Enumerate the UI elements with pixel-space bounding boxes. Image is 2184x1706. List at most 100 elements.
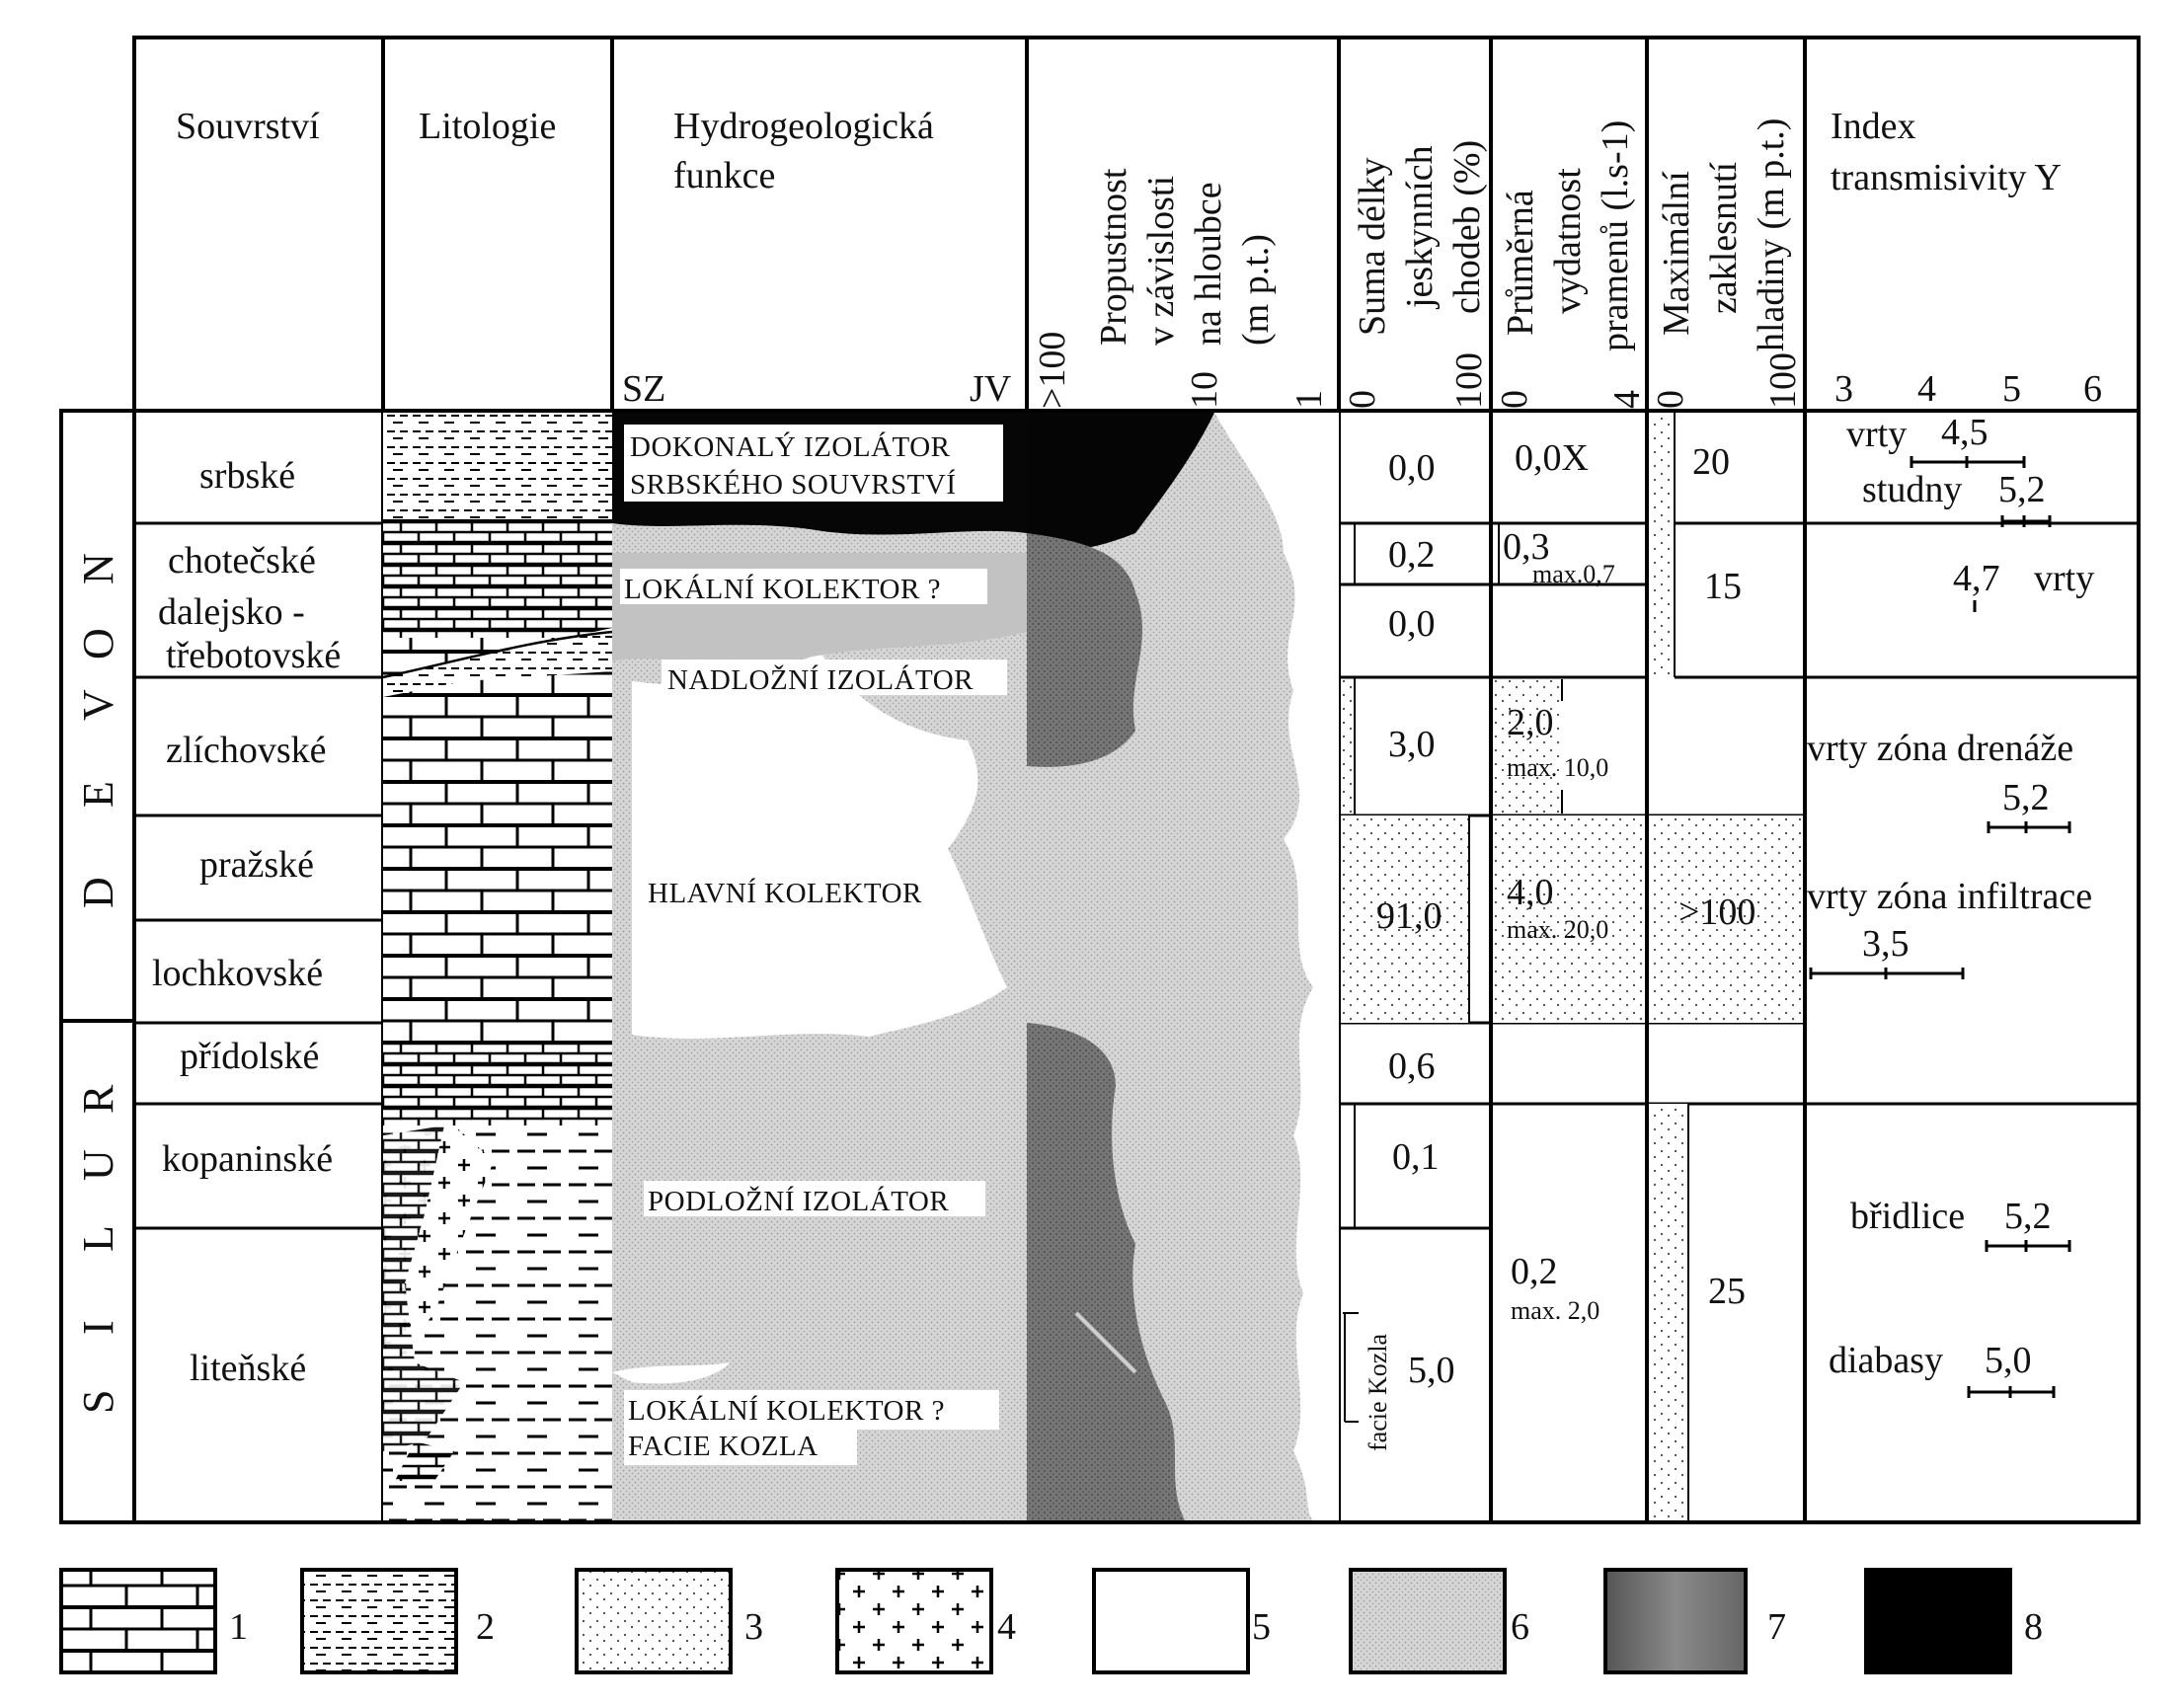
era-silur-letter-3: L (74, 1225, 122, 1252)
header-sz: SZ (622, 368, 665, 410)
formation-trebotovske: třebotovské (166, 635, 341, 676)
era-silur-letter-5: R (74, 1084, 122, 1114)
tick-zaklesnuti-0: 0 (1650, 390, 1691, 409)
header-propustnost-3: na hloubce (1188, 182, 1229, 346)
suma-value-srbske: 0,0 (1388, 447, 1436, 489)
zaklesnuti-value-litenske: 25 (1708, 1271, 1746, 1312)
index-drenaze-label: vrty zóna drenáže (1807, 728, 2073, 769)
era-devon-letter-3: V (74, 689, 122, 721)
zaklesnuti-value-prazske: >100 (1678, 892, 1755, 933)
era-silur-letter-4: U (74, 1149, 122, 1181)
suma-value-zlichovske: 3,0 (1388, 724, 1436, 765)
formation-prazske: pražské (199, 844, 314, 886)
tick-index-6: 6 (2083, 368, 2102, 410)
hydro-function-column: DOKONALÝ IZOLÁTOR SRBSKÉHO SOUVRSTVÍ LOK… (612, 413, 1027, 1520)
era-devon-letter-2: E (74, 781, 122, 808)
table-body: D E V O N S I L U R srbské chotečské dal… (59, 409, 2141, 1524)
function-facie-kozla: FACIE KOZLA (628, 1431, 819, 1462)
header-propustnost-4: (m p.t.) (1235, 234, 1277, 346)
era-devon-letter-1: D (74, 877, 122, 908)
index-vrty-label-1: vrty (1846, 414, 1907, 455)
function-underlying-isolator: PODLOŽNÍ IZOLÁTOR (648, 1185, 949, 1217)
header-suma-3: chodeb (%) (1446, 140, 1488, 314)
index-column: vrty 4,5 studny 5,2 4,7 vrty vrty zóna d… (1805, 412, 2139, 1398)
index-bridlice-value: 5,2 (2004, 1196, 2052, 1237)
era-devon-letter-5: N (74, 553, 122, 584)
zaklesnuti-column: 20 15 >100 25 (1647, 413, 1805, 1520)
tick-vydatnost-4: 4 (1606, 390, 1648, 409)
vydatnost-value-litenske: 0,2 (1511, 1251, 1558, 1292)
index-vrty-value-1: 4,5 (1941, 412, 1989, 453)
vydatnost-max-prazske: max. 20,0 (1507, 915, 1608, 944)
vydatnost-value-chotecske: 0,3 (1503, 526, 1550, 568)
formation-pridolske: přídolské (180, 1036, 319, 1077)
suma-value-pridolske: 0,6 (1388, 1046, 1436, 1087)
era-silur-letter-1: S (74, 1390, 122, 1414)
suma-column: 0,0 0,2 0,0 3,0 91,0 0,6 0,1 5,0 facie K… (1339, 447, 1491, 1451)
suma-value-prazske: 91,0 (1376, 895, 1443, 937)
header-zaklesnuti-1: Maximální (1656, 171, 1697, 336)
header-vydatnost-1: Průměrná (1500, 190, 1541, 336)
header-propustnost-2: v závislosti (1140, 176, 1182, 346)
header-souvrstvi: Souvrství (176, 106, 320, 147)
tick-propustnost-100: >100 (1032, 332, 1073, 409)
header-suma-2: jeskynních (1399, 145, 1441, 310)
legend-swatch-6 (1349, 1568, 1507, 1674)
tick-index-3: 3 (1834, 368, 1853, 410)
function-perfect-isolator-2: SRBSKÉHO SOUVRSTVÍ (630, 468, 956, 501)
legend-label-5: 5 (1252, 1606, 1271, 1648)
index-value-4-7: 4,7 (1953, 558, 2000, 599)
legend-label-2: 2 (476, 1606, 495, 1648)
tick-index-4: 4 (1917, 368, 1936, 410)
index-drenaze-value: 5,2 (2002, 777, 2050, 818)
tick-propustnost-1: 1 (1288, 390, 1330, 409)
header-jv: JV (970, 368, 1012, 410)
formation-kopaninske: kopaninské (162, 1138, 333, 1180)
era-silur-letter-2: I (74, 1320, 122, 1335)
tick-index-5: 5 (2002, 368, 2021, 410)
header-zaklesnuti-2: zaklesnutí (1703, 161, 1745, 314)
header-index-line2: transmisivity Y (1831, 157, 2062, 198)
function-overlying-isolator: NADLOŽNÍ IZOLÁTOR (667, 663, 974, 696)
function-main-collector: HLAVNÍ KOLEKTOR (648, 877, 922, 909)
index-vrty-label-2: vrty (2034, 558, 2094, 599)
suma-value-dalejsko: 0,0 (1388, 603, 1436, 645)
header-vydatnost-3: pramenů (l.s-1) (1595, 120, 1636, 351)
header-hydro-line2: funkce (673, 155, 775, 196)
vydatnost-column: 0,0X 0,3 max.0,7 2,0 max. 10,0 4,0 max. … (1491, 437, 1647, 1325)
suma-facie-kozla: facie Kozla (1364, 1333, 1392, 1451)
formation-lochkovske: lochkovské (152, 953, 323, 994)
header-index-line1: Index (1831, 106, 1916, 147)
header-row: Souvrství Litologie Hydrogeologická funk… (132, 36, 2141, 1522)
header-vydatnost-2: vydatnost (1547, 168, 1589, 314)
formation-zlichovske: zlíchovské (166, 730, 327, 771)
tick-suma-100: 100 (1448, 352, 1490, 409)
vydatnost-max-zlichovske: max. 10,0 (1507, 753, 1608, 782)
vydatnost-value-zlichovske: 2,0 (1507, 702, 1554, 743)
legend-swatch-4 (835, 1568, 993, 1674)
header-suma-1: Suma délky (1352, 158, 1393, 336)
index-studny-label: studny (1862, 469, 1962, 510)
legend: 1 2 3 4 5 6 7 8 (59, 1568, 2043, 1674)
era-devon-letter-4: O (74, 628, 122, 659)
function-perfect-isolator-1: DOKONALÝ IZOLÁTOR (630, 430, 951, 463)
index-infiltrace-label: vrty zóna infiltrace (1807, 876, 2092, 917)
zaklesnuti-value-chotecske: 15 (1704, 566, 1742, 607)
index-bridlice-label: břidlice (1850, 1196, 1965, 1237)
header-zaklesnuti-3: hladiny (m p.t.) (1751, 118, 1792, 351)
legend-label-8: 8 (2024, 1606, 2043, 1648)
index-diabasy-value: 5,0 (1985, 1340, 2032, 1381)
formation-srbske: srbské (199, 455, 295, 497)
function-local-collector-top: LOKÁLNÍ KOLEKTOR ? (624, 573, 941, 605)
legend-label-1: 1 (229, 1606, 248, 1648)
tick-vydatnost-0: 0 (1494, 390, 1535, 409)
header-hydro-line1: Hydrogeologická (673, 106, 934, 147)
tick-zaklesnuti-100: 100 (1762, 352, 1804, 409)
index-infiltrace-value: 3,5 (1862, 923, 1910, 965)
suma-value-litenske: 5,0 (1408, 1350, 1455, 1391)
formation-chotecske: chotečské (168, 540, 316, 582)
legend-label-4: 4 (997, 1606, 1016, 1648)
legend-swatch-2 (300, 1568, 458, 1674)
era-devon: D E V O N (74, 553, 122, 908)
